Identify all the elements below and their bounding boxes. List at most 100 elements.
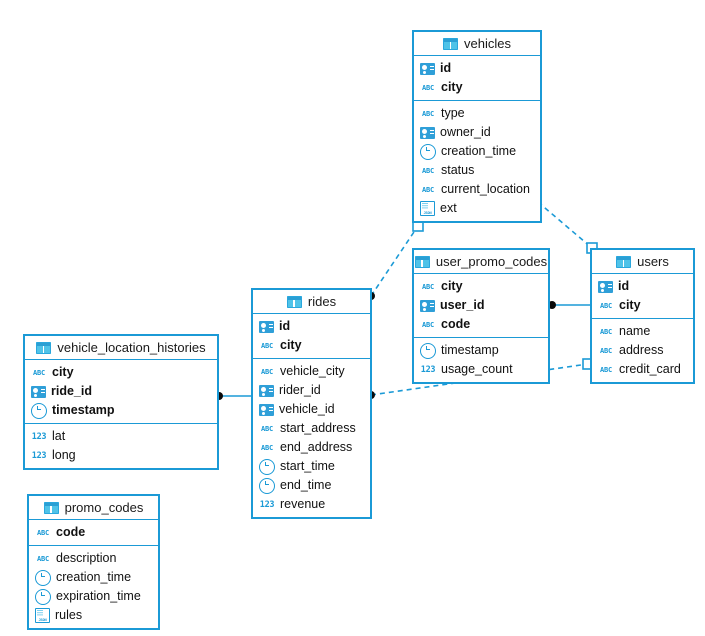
id-card-icon [598, 280, 613, 293]
column-name: current_location [441, 182, 530, 197]
column-row[interactable]: id [592, 277, 693, 296]
column-row[interactable]: timestamp [25, 401, 217, 420]
table-grid-icon [443, 37, 459, 50]
column-row[interactable]: end_time [253, 476, 370, 495]
column-name: status [441, 163, 475, 178]
123-icon: 123 [259, 499, 275, 510]
column-row[interactable]: start_time [253, 457, 370, 476]
column-row[interactable]: expiration_time [29, 587, 158, 606]
id-card-icon [259, 403, 274, 416]
column-row[interactable]: ext [414, 199, 540, 218]
column-name: long [52, 448, 76, 463]
table-title: rides [307, 294, 337, 309]
123-icon: 123 [420, 364, 436, 375]
column-name: id [440, 61, 452, 76]
column-row[interactable]: creation_time [414, 142, 540, 161]
column-row[interactable]: ABC vehicle_city [253, 362, 370, 381]
column-name: revenue [280, 497, 326, 512]
table-grid-icon [43, 501, 59, 514]
column-row[interactable]: user_id [414, 296, 548, 315]
column-row[interactable]: ride_id [25, 382, 217, 401]
table-title: vehicles [464, 36, 511, 51]
column-row[interactable]: id [414, 59, 540, 78]
id-card-icon [420, 62, 435, 75]
clock-icon [35, 569, 51, 586]
column-row[interactable]: owner_id [414, 123, 540, 142]
json-doc-icon [420, 201, 435, 216]
column-name: start_address [280, 421, 356, 436]
column-name: rider_id [279, 383, 321, 398]
column-row[interactable]: 123 revenue [253, 495, 370, 514]
column-row[interactable]: ABC city [414, 78, 540, 97]
abc-icon: ABC [599, 301, 613, 310]
table-grid-icon [286, 295, 302, 308]
id-card-icon [420, 299, 435, 312]
abc-icon: ABC [599, 346, 613, 355]
abc-icon: ABC [260, 443, 274, 452]
column-name: type [441, 106, 465, 121]
json-doc-icon [35, 608, 50, 623]
abc-icon: ABC [421, 320, 435, 329]
abc-icon: ABC [260, 367, 274, 376]
table-title: users [637, 254, 669, 269]
column-name: code [56, 525, 86, 540]
column-name: id [279, 319, 291, 334]
abc-icon: ABC [421, 83, 435, 92]
column-name: address [619, 343, 664, 358]
column-row[interactable]: vehicle_id [253, 400, 370, 419]
column-name: timestamp [441, 343, 499, 358]
column-row[interactable]: rider_id [253, 381, 370, 400]
table-title: promo_codes [64, 500, 144, 515]
column-name: vehicle_city [280, 364, 345, 379]
column-name: city [441, 80, 463, 95]
relationship-line [537, 201, 593, 249]
relationship-vehicles-to-users [534, 198, 598, 254]
column-name: city [280, 338, 302, 353]
column-name: start_time [280, 459, 335, 474]
abc-icon: ABC [599, 327, 613, 336]
clock-icon [35, 588, 51, 605]
id-card-icon [259, 320, 274, 333]
column-name: city [441, 279, 463, 294]
clock-icon [420, 342, 436, 359]
table-header-users: users [592, 250, 693, 274]
column-row[interactable]: id [253, 317, 370, 336]
column-row[interactable]: timestamp [414, 341, 548, 360]
column-name: creation_time [56, 570, 132, 585]
column-row[interactable]: creation_time [29, 568, 158, 587]
column-name: ext [440, 201, 457, 216]
column-row[interactable]: rules [29, 606, 158, 625]
column-row[interactable]: ABC address [592, 341, 693, 360]
table-header-user_promo_codes: user_promo_codes [414, 250, 548, 274]
column-name: owner_id [440, 125, 491, 140]
